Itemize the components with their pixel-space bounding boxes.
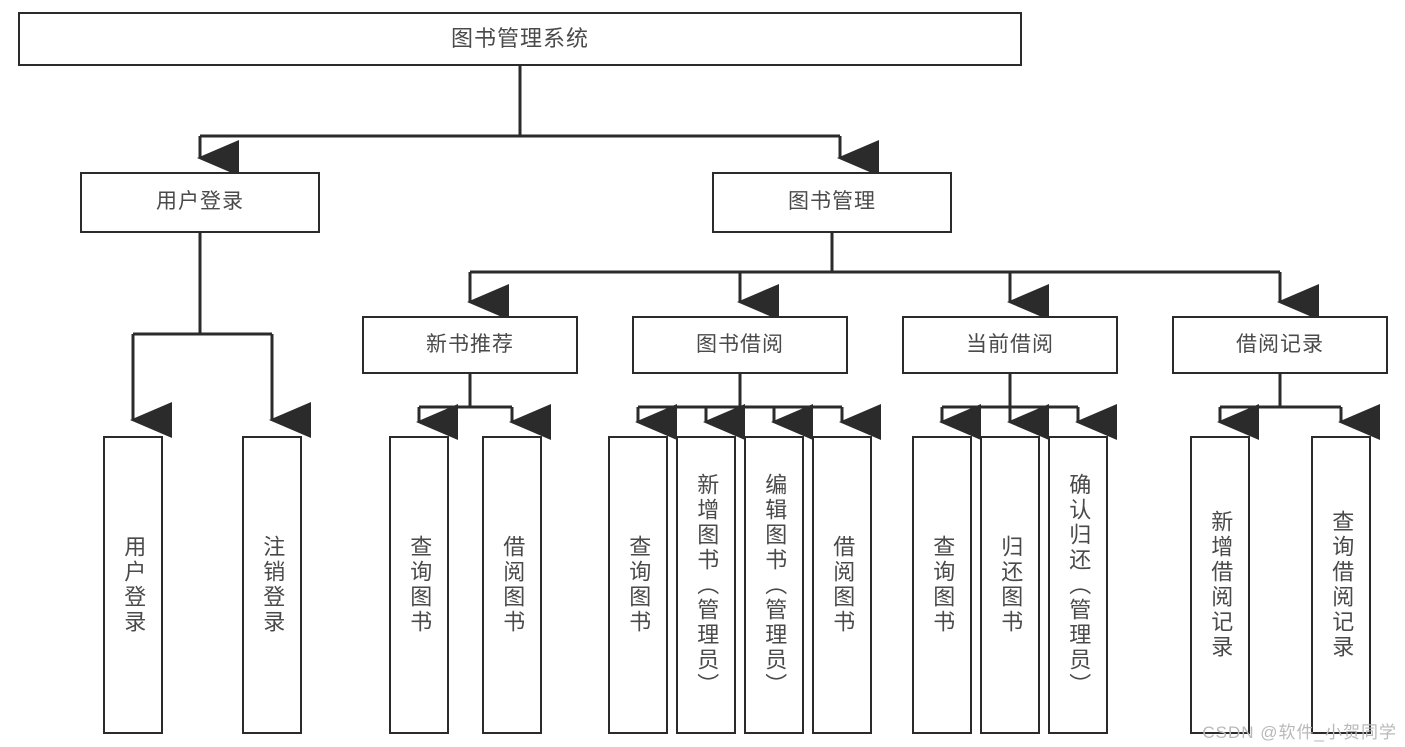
leaf-record-add[interactable]: 新增借阅记录 <box>1190 436 1250 734</box>
leaf-label: 注销登录 <box>260 535 286 635</box>
leaf-label: 确认归还（管理员） <box>1066 472 1092 698</box>
leaf-record-query[interactable]: 查询借阅记录 <box>1311 436 1371 734</box>
leaf-label: 查询图书 <box>626 535 652 635</box>
leaf-current-query-book[interactable]: 查询图书 <box>912 436 972 734</box>
leaf-label: 编辑图书（管理员） <box>762 472 788 698</box>
node-book-management-label: 图书管理 <box>788 190 876 214</box>
leaf-borrow-add-book[interactable]: 新增图书（管理员） <box>676 436 736 734</box>
node-new-book-recommend-label: 新书推荐 <box>426 332 514 356</box>
leaf-label: 新增借阅记录 <box>1208 510 1234 660</box>
leaf-label: 查询图书 <box>930 535 956 635</box>
leaf-current-return-book[interactable]: 归还图书 <box>980 436 1040 734</box>
node-borrow-record-label: 借阅记录 <box>1236 332 1324 356</box>
leaf-new-book-query[interactable]: 查询图书 <box>389 436 449 734</box>
node-new-book-recommend[interactable]: 新书推荐 <box>362 316 578 374</box>
leaf-new-book-borrow[interactable]: 借阅图书 <box>482 436 542 734</box>
leaf-label: 新增图书（管理员） <box>694 472 720 698</box>
leaf-user-login-login[interactable]: 用户登录 <box>103 436 163 734</box>
node-user-login[interactable]: 用户登录 <box>80 172 320 233</box>
node-current-borrow[interactable]: 当前借阅 <box>902 316 1118 374</box>
leaf-label: 借阅图书 <box>830 535 856 635</box>
node-book-borrow-label: 图书借阅 <box>696 332 784 356</box>
leaf-label: 查询借阅记录 <box>1329 510 1355 660</box>
node-root-label: 图书管理系统 <box>450 26 589 52</box>
node-book-management[interactable]: 图书管理 <box>712 172 952 233</box>
node-book-borrow[interactable]: 图书借阅 <box>632 316 848 374</box>
leaf-borrow-query-book[interactable]: 查询图书 <box>608 436 668 734</box>
leaf-user-login-logout[interactable]: 注销登录 <box>242 436 302 734</box>
leaf-label: 用户登录 <box>121 535 147 635</box>
leaf-label: 借阅图书 <box>500 535 526 635</box>
watermark: CSDN @软件_小贺同学 <box>1202 723 1397 742</box>
node-user-login-label: 用户登录 <box>156 190 244 214</box>
node-borrow-record[interactable]: 借阅记录 <box>1172 316 1388 374</box>
leaf-current-confirm-return[interactable]: 确认归还（管理员） <box>1048 436 1108 734</box>
node-root[interactable]: 图书管理系统 <box>18 12 1022 66</box>
leaf-borrow-edit-book[interactable]: 编辑图书（管理员） <box>744 436 804 734</box>
leaf-label: 归还图书 <box>998 535 1024 635</box>
leaf-borrow-borrow-book[interactable]: 借阅图书 <box>812 436 872 734</box>
node-current-borrow-label: 当前借阅 <box>966 332 1054 356</box>
leaf-label: 查询图书 <box>407 535 433 635</box>
